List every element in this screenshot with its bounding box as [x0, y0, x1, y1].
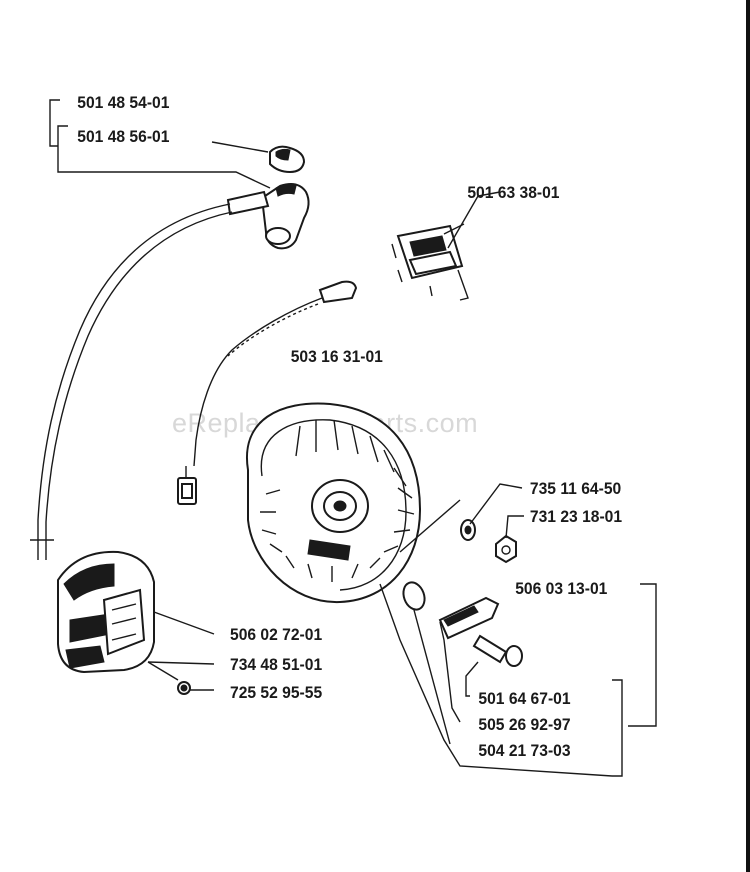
label-504-21-73-03: 504 21 73-03 — [478, 741, 570, 760]
ignition-module — [57, 550, 191, 695]
label-506-03-13-01: 506 03 13-01 — [515, 579, 607, 598]
label-501-63-38-01: 501 63 38-01 — [467, 183, 559, 202]
label-501-48-54-01: 501 48 54-01 — [77, 93, 169, 112]
label-505-26-92-97: 505 26 92-97 — [478, 715, 570, 734]
label-503-16-31-01: 503 16 31-01 — [291, 347, 383, 366]
nut — [495, 534, 517, 564]
spring-ring — [402, 581, 426, 611]
label-735-11-64-50: 735 11 64-50 — [530, 479, 621, 498]
short-circuit-cable — [177, 280, 358, 505]
flywheel — [245, 402, 422, 604]
label-501-64-67-01: 501 64 67-01 — [478, 689, 570, 708]
label-731-23-18-01: 731 23 18-01 — [530, 507, 622, 526]
washer — [460, 519, 476, 541]
pawl — [438, 596, 500, 640]
label-506-02-72-01: 506 02 72-01 — [230, 625, 322, 644]
spark-plug-boot — [226, 145, 310, 250]
stop-switch — [391, 223, 469, 301]
pawl-bolt — [472, 634, 523, 667]
leader-lines — [49, 99, 657, 777]
label-734-48-51-01: 734 48 51-01 — [230, 655, 322, 674]
image-edge — [746, 0, 750, 872]
label-725-52-95-55: 725 52 95-55 — [230, 683, 322, 702]
ignition-lead — [37, 203, 231, 560]
label-501-48-56-01: 501 48 56-01 — [77, 127, 169, 146]
